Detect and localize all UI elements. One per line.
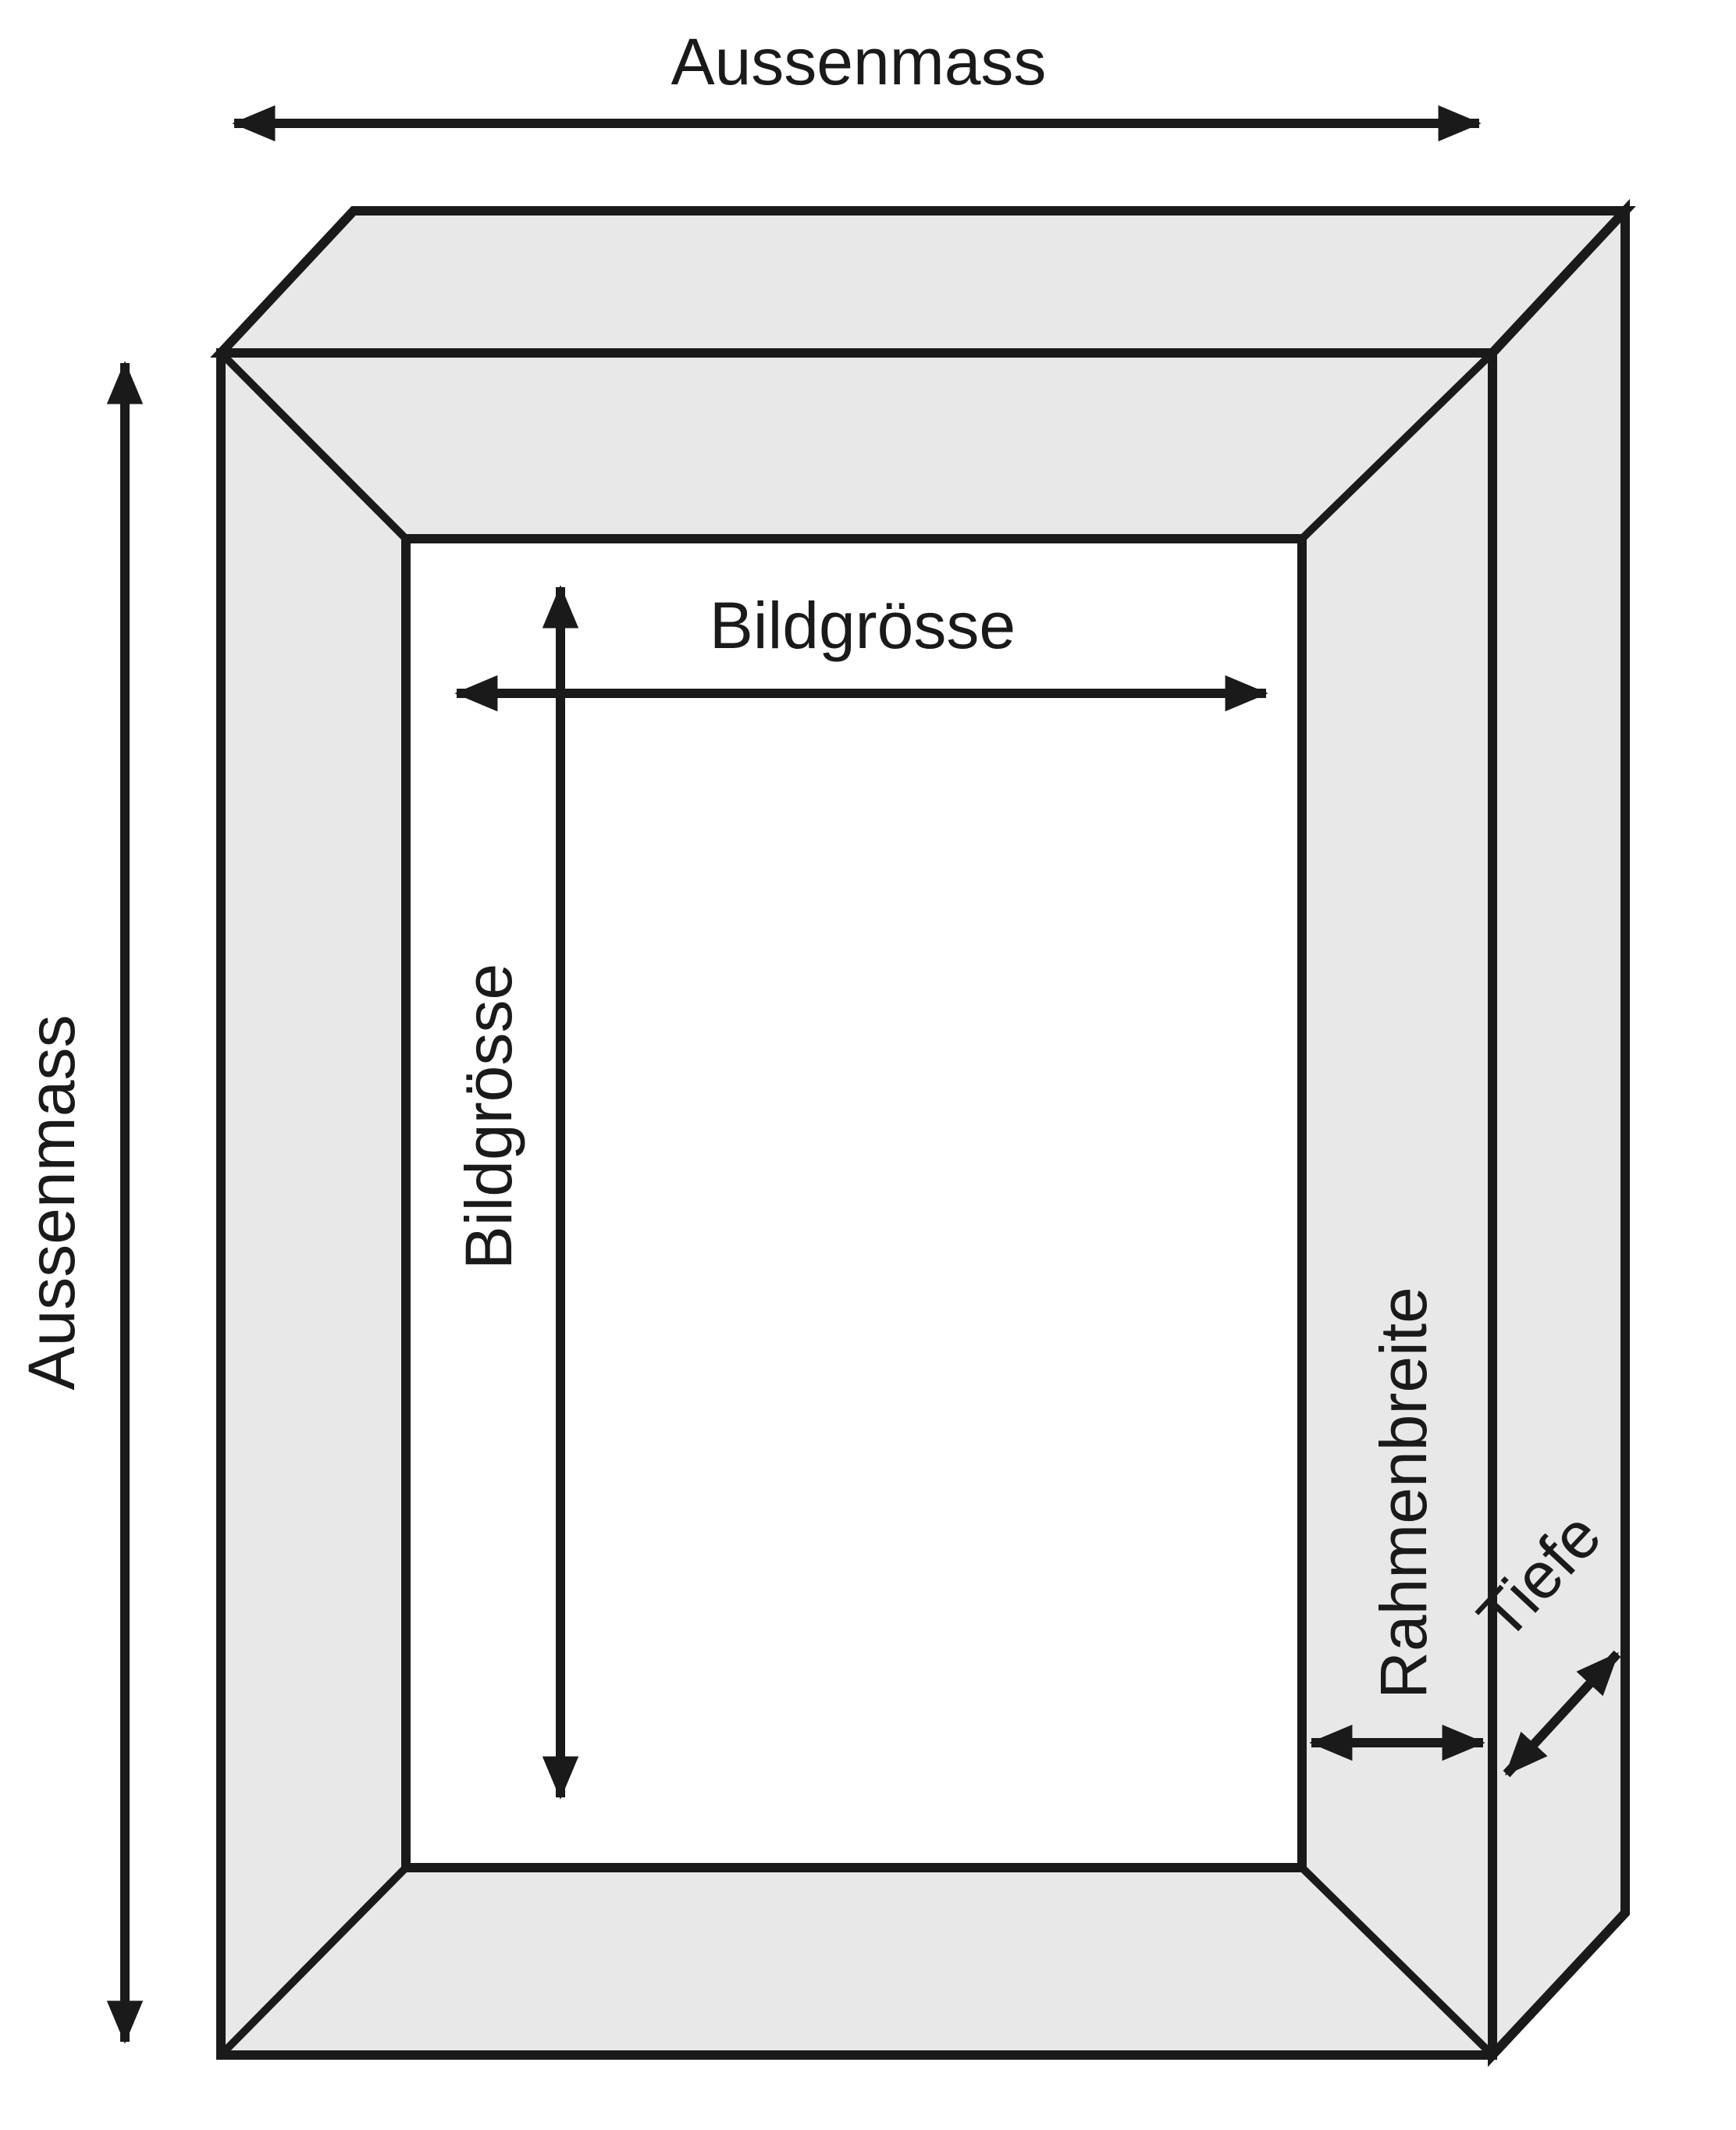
frame-bevel-bottom-right — [1299, 1865, 1496, 2058]
dimension-arrow-depth — [1503, 1650, 1621, 1778]
frame-bevel-top-left — [218, 350, 409, 542]
frame-right-face — [1488, 198, 1630, 2068]
frame-bevel-top-right — [1299, 350, 1496, 542]
frame-bevel-bottom-left — [218, 1865, 409, 2058]
label-image-width: Bildgrösse — [710, 589, 1016, 662]
label-outer-height: Aussenmass — [15, 1015, 88, 1391]
label-outer-width: Aussenmass — [671, 25, 1047, 98]
frame-top-face — [210, 206, 1636, 358]
label-image-height: Bildgrösse — [452, 963, 525, 1270]
label-frame-border-width: Rahmenbreite — [1367, 1287, 1440, 1699]
